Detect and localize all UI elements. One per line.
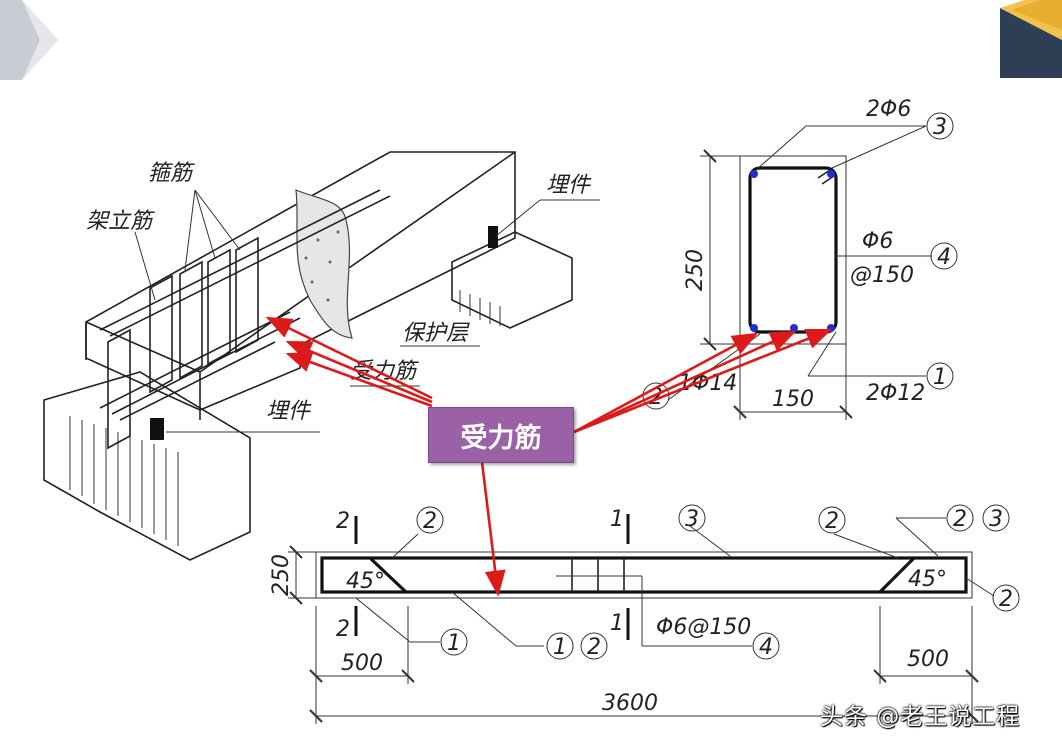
section-outline: [739, 155, 847, 345]
arrow: [573, 332, 759, 434]
section-marker-3: 3: [933, 115, 947, 140]
elevation-dim-right: 500: [907, 647, 949, 672]
arrow: [573, 330, 797, 434]
elev-marker-mid2: 2: [587, 635, 601, 660]
label-embedded-top: 埋件: [546, 173, 592, 198]
arrow: [480, 461, 506, 597]
section-marker: [926, 362, 954, 390]
angle-right: 45°: [908, 567, 947, 592]
section-mark-1-bottom: 1: [610, 611, 624, 636]
corner-decoration-right: [1000, 0, 1062, 78]
elev-marker-left1: 1: [447, 631, 461, 656]
elev-marker-mid3: 3: [685, 507, 699, 532]
callout-arrows: [265, 316, 833, 597]
elevation-dim-height: 250: [269, 554, 294, 596]
arrow: [265, 316, 433, 400]
label-cover: 保护层: [402, 321, 470, 346]
isometric-labels: 箍筋 架立筋 埋件 保护层 受力筋 埋件: [86, 161, 592, 424]
elevation-bars: [320, 556, 968, 594]
section-label-bottom-bars: 2Φ12: [866, 381, 925, 406]
section-marker-1: 1: [933, 365, 947, 390]
section-dim-height: 250: [683, 249, 708, 291]
rebar-dot: [790, 324, 798, 332]
watermark: 头条 @老王说工程: [820, 704, 1021, 730]
elev-marker-right2: 2: [825, 509, 839, 534]
elev-marker-rightEnd: 2: [999, 587, 1013, 612]
elevation-dim-total: 3600: [602, 691, 658, 716]
section-mark-2-bottom: 2: [336, 617, 350, 642]
elevation-outline: [315, 551, 973, 599]
elevation-view: 2 2 1 1 45° 45°: [269, 504, 1020, 724]
elev-marker-rightB: 3: [989, 507, 1003, 532]
section-label-top-bars: 2Φ6: [866, 97, 911, 122]
label-embedded-bottom: 埋件: [266, 399, 312, 424]
callout-main-bar: 受力筋: [428, 407, 574, 463]
rebar-dot: [750, 170, 758, 178]
section-label-middle-bar: 1Φ14: [678, 371, 737, 396]
elevation-dim-left: 500: [341, 651, 383, 676]
cross-section-view: 250 150 2Φ6 Φ6 @150 2Φ12 1Φ14 3 4 1 2: [642, 97, 958, 420]
elev-marker-stirrup4: 4: [759, 635, 773, 660]
elevation-label-stirrup: Φ6@150: [656, 615, 751, 640]
section-marker-4: 4: [937, 245, 951, 270]
label-stirrup: 箍筋: [148, 161, 195, 186]
callout-label: 受力筋: [460, 422, 542, 454]
section-marker-2: 2: [649, 385, 663, 410]
arrow: [285, 340, 433, 404]
rebar-dot: [827, 170, 835, 178]
section-dim-width: 150: [772, 387, 814, 412]
section-stirrup: [748, 166, 838, 334]
arrow: [573, 328, 833, 434]
corner-decoration-left: [0, 0, 58, 80]
elev-marker-left2: 2: [423, 509, 437, 534]
elev-marker-mid1: 1: [553, 635, 567, 660]
section-mark-1-top: 1: [610, 507, 624, 532]
section-marker: [926, 112, 954, 140]
section-label-stirrup: Φ6: [862, 229, 893, 254]
angle-left: 45°: [346, 569, 385, 594]
section-label-spacing: @150: [850, 263, 914, 288]
section-mark-2-top: 2: [336, 509, 350, 534]
arrow: [285, 352, 433, 408]
rebar-dot: [750, 324, 758, 332]
section-marker: [930, 242, 958, 270]
label-erection-bar: 架立筋: [86, 209, 155, 234]
elev-marker-rightA: 2: [953, 507, 967, 532]
